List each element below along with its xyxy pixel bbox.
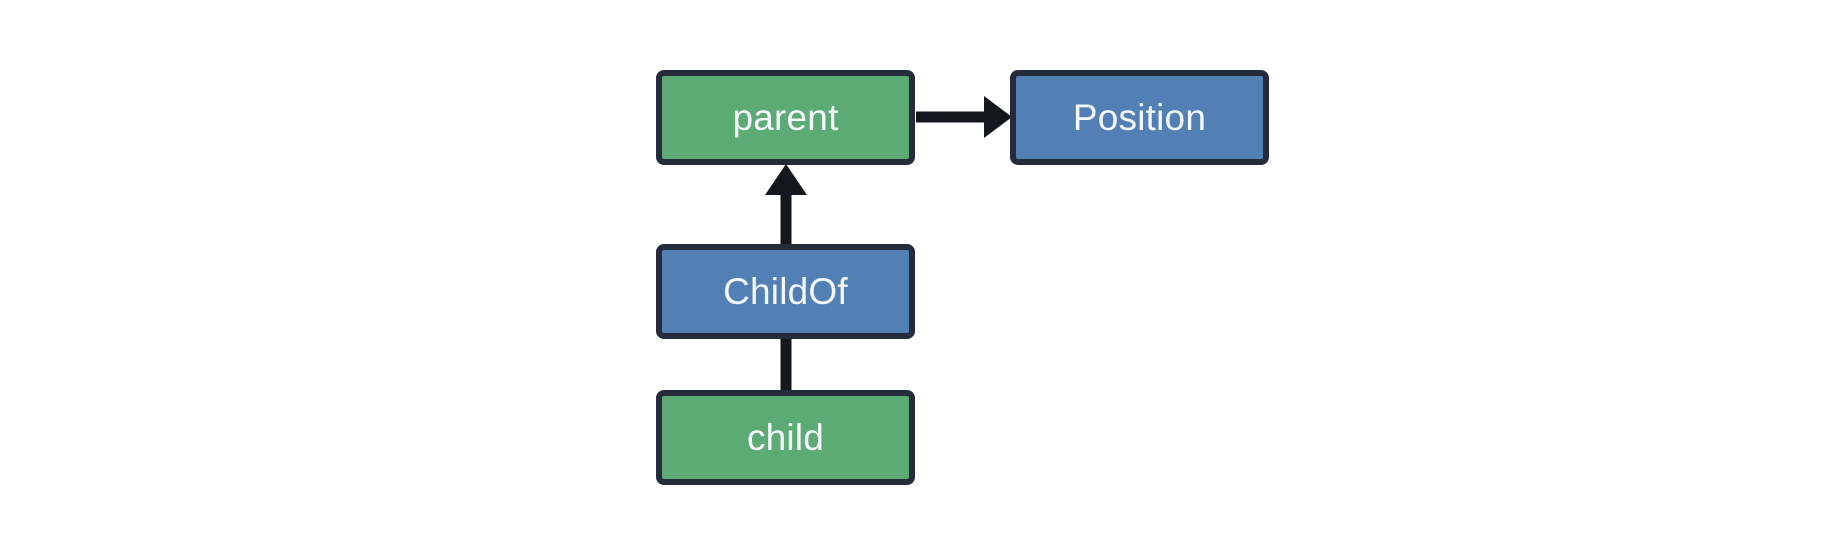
arrowhead-icon (984, 96, 1012, 138)
edge-parent-to-position (916, 96, 1012, 138)
edge-childof-to-parent (765, 164, 807, 244)
node-parent-label: parent (732, 97, 839, 138)
node-childof-label: ChildOf (723, 271, 848, 312)
node-child-label: child (746, 417, 825, 458)
node-parent[interactable]: parent (656, 70, 915, 165)
node-position[interactable]: Position (1010, 70, 1269, 165)
node-child[interactable]: child (656, 390, 915, 485)
arrowhead-icon (765, 164, 807, 195)
node-childof[interactable]: ChildOf (656, 244, 915, 339)
node-position-label: Position (1072, 97, 1207, 138)
